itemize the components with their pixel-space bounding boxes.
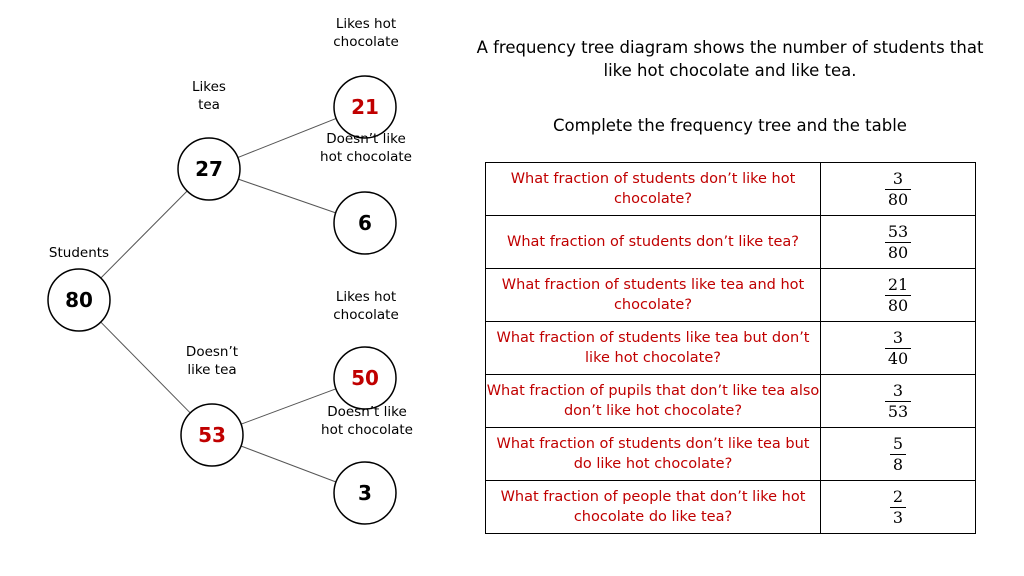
numerator: 21 — [887, 274, 909, 294]
node-circle — [333, 75, 397, 139]
question-cell: What fraction of people that don’t like … — [485, 480, 821, 534]
question-cell: What fraction of students like tea but d… — [485, 321, 821, 375]
node-circle — [333, 461, 397, 525]
node-value: 53 — [198, 423, 226, 447]
denominator: 80 — [884, 241, 912, 263]
numerator: 2 — [892, 486, 904, 506]
edge-likes_tea-tea_hot — [237, 117, 337, 159]
numerator: 3 — [892, 327, 904, 347]
table-row: What fraction of pupils that don’t like … — [485, 374, 976, 428]
table-row: What fraction of students don’t like tea… — [485, 215, 976, 269]
numerator: 3 — [892, 380, 904, 400]
question-cell: What fraction of students like tea and h… — [485, 268, 821, 322]
question-cell: What fraction of students don’t like tea… — [485, 215, 821, 269]
node-circle — [333, 346, 397, 410]
node-circle — [180, 403, 244, 467]
table-row: What fraction of students don’t like hot… — [485, 162, 976, 216]
denominator: 40 — [884, 347, 912, 369]
question-cell: What fraction of students don’t like tea… — [485, 427, 821, 481]
denominator: 80 — [884, 188, 912, 210]
node-value: 21 — [351, 95, 379, 119]
node-value: 3 — [358, 481, 372, 505]
edge-not_tea-notea_no_hot — [240, 445, 337, 483]
denominator: 80 — [884, 294, 912, 316]
edge-root-not_tea — [100, 321, 191, 414]
table-row: What fraction of students don’t like tea… — [485, 427, 976, 481]
question-cell: What fraction of pupils that don’t like … — [485, 374, 821, 428]
numerator: 5 — [892, 433, 904, 453]
denominator: 3 — [889, 506, 907, 528]
node-circle — [47, 268, 111, 332]
table-row: What fraction of students like tea but d… — [485, 321, 976, 375]
node-value: 50 — [351, 366, 379, 390]
edge-not_tea-notea_hot — [240, 388, 337, 425]
table-row: What fraction of people that don’t like … — [485, 480, 976, 534]
question-cell: What fraction of students don’t like hot… — [485, 162, 821, 216]
node-value: 80 — [65, 288, 93, 312]
node-value: 6 — [358, 211, 372, 235]
node-circle — [333, 191, 397, 255]
edge-likes_tea-tea_no_hot — [238, 178, 336, 214]
node-circle — [177, 137, 241, 201]
denominator: 53 — [884, 400, 912, 422]
table-row: What fraction of students like tea and h… — [485, 268, 976, 322]
tree-edges — [100, 117, 337, 483]
edge-root-likes_tea — [100, 190, 188, 279]
numerator: 53 — [887, 221, 909, 241]
node-value: 27 — [195, 157, 223, 181]
denominator: 8 — [889, 453, 907, 475]
node-label: Students — [49, 245, 109, 261]
instruction-text: Complete the frequency tree and the tabl… — [553, 116, 907, 135]
intro-text: A frequency tree diagram shows the numbe… — [476, 38, 984, 80]
numerator: 3 — [892, 168, 904, 188]
node-root: 80 Students — [47, 245, 111, 332]
fraction-table: What fraction of students don’t like hot… — [485, 162, 976, 534]
